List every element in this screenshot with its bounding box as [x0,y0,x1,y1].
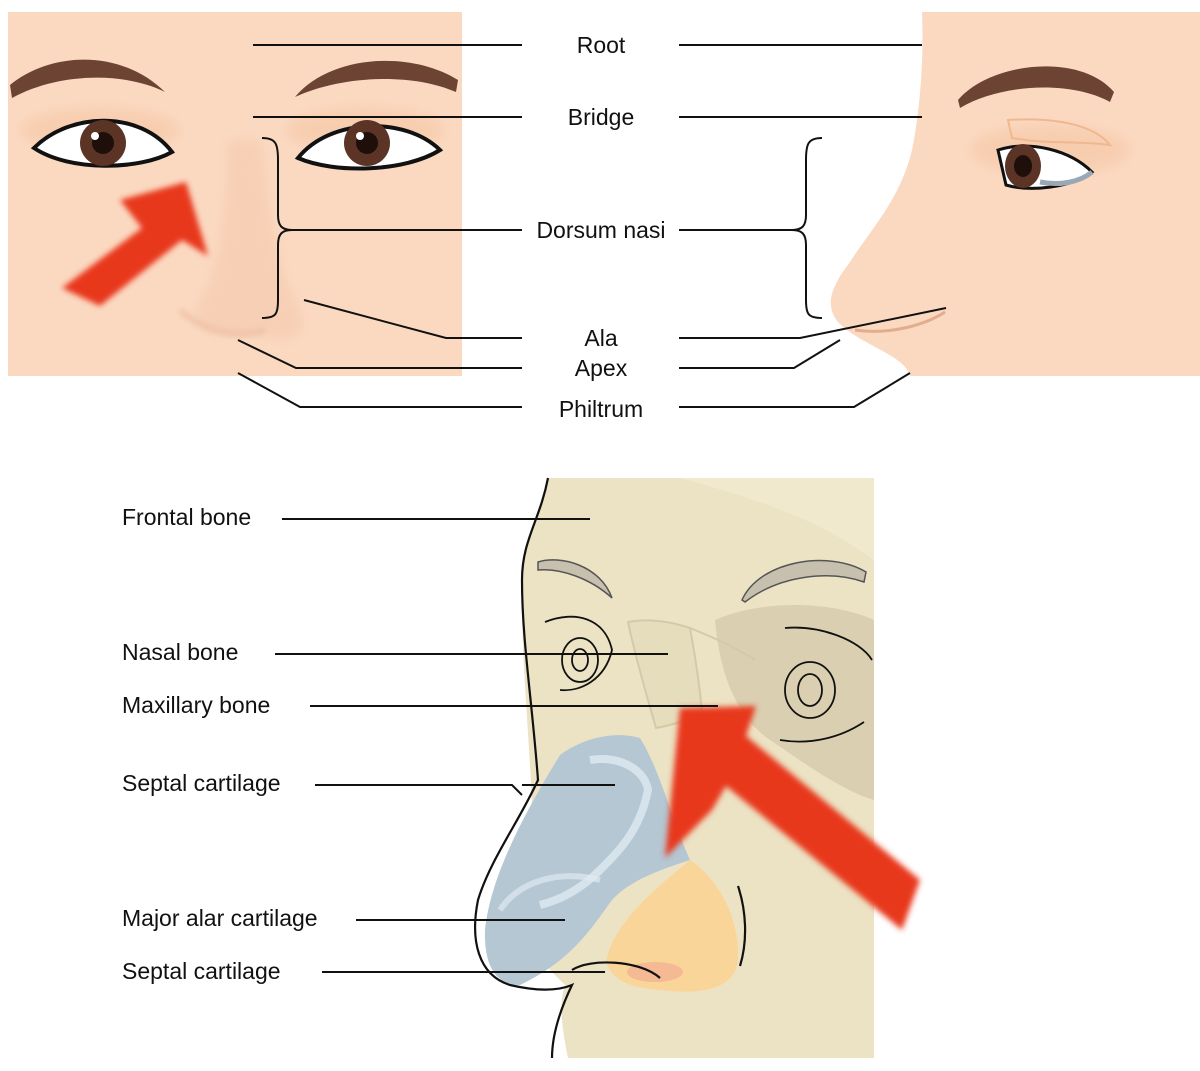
label-dorsum-nasi: Dorsum nasi [536,217,665,243]
label-bridge: Bridge [568,104,634,130]
front-face-illustration [8,12,462,376]
label-apex: Apex [575,355,628,381]
red-arrow-front [62,182,208,306]
skeleton-left-eye [544,615,613,692]
nasal-skeleton-illustration [474,477,920,1059]
left-brow [10,59,165,98]
septal-cartilage-shape [484,735,690,985]
left-eye [30,118,175,168]
top-leader-lines [237,44,947,408]
side-brow [958,66,1114,108]
side-face-illustration [830,12,1200,376]
right-eye [294,120,444,171]
label-septal-cartilage-lower: Septal cartilage [122,958,281,984]
label-septal-cartilage-upper: Septal cartilage [122,770,281,796]
label-philtrum: Philtrum [559,396,643,422]
skeleton-right-eye [779,626,873,743]
right-brow [295,60,458,97]
major-alar-cartilage-shape [606,860,739,992]
bottom-leader-lines [275,518,718,973]
label-ala: Ala [584,325,617,351]
label-major-alar-cartilage: Major alar cartilage [122,905,318,931]
red-arrow-skeleton [665,706,920,930]
label-maxillary-bone: Maxillary bone [122,692,270,718]
label-root: Root [577,32,626,58]
label-frontal-bone: Frontal bone [122,504,251,530]
side-eye [996,144,1095,190]
label-nasal-bone: Nasal bone [122,639,238,665]
